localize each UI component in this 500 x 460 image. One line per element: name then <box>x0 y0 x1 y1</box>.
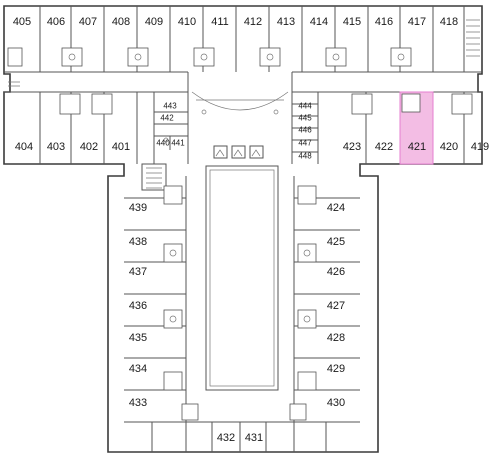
room-label[interactable]: 422 <box>375 141 393 153</box>
room-label[interactable]: 425 <box>327 236 345 248</box>
room-label[interactable]: 440 <box>156 139 170 148</box>
room-label[interactable]: 413 <box>277 16 295 28</box>
room-label[interactable]: 420 <box>440 141 458 153</box>
room-label-highlighted[interactable]: 421 <box>408 141 426 153</box>
room-label[interactable]: 415 <box>343 16 361 28</box>
room-label[interactable]: 408 <box>112 16 130 28</box>
room-label[interactable]: 429 <box>327 363 345 375</box>
room-label[interactable]: 428 <box>327 332 345 344</box>
room-label[interactable]: 438 <box>129 236 147 248</box>
labels-wing-bottom: 432 431 <box>217 432 263 444</box>
room-label[interactable]: 403 <box>47 141 65 153</box>
room-label[interactable]: 439 <box>129 202 147 214</box>
room-label[interactable]: 446 <box>298 126 312 135</box>
room-label[interactable]: 412 <box>244 16 262 28</box>
labels-south-east: 423 422 421 420 419 <box>343 141 489 153</box>
room-label[interactable]: 410 <box>178 16 196 28</box>
room-label[interactable]: 434 <box>129 363 147 375</box>
room-label[interactable]: 402 <box>80 141 98 153</box>
room-label[interactable]: 404 <box>15 141 33 153</box>
room-label[interactable]: 426 <box>327 266 345 278</box>
labels-north: 405 406 407 408 409 410 411 412 413 414 … <box>13 16 458 28</box>
room-label[interactable]: 443 <box>163 102 177 111</box>
room-label[interactable]: 407 <box>79 16 97 28</box>
labels-wing-west: 439 438 437 436 435 434 433 <box>129 202 147 409</box>
wing-dividers <box>124 176 360 452</box>
north-room-dividers <box>39 6 465 72</box>
labels-wing-east: 424 425 426 427 428 429 430 <box>327 202 345 409</box>
room-label[interactable]: 441 <box>171 139 185 148</box>
room-label[interactable]: 444 <box>298 102 312 111</box>
room-label[interactable]: 442 <box>160 114 174 123</box>
room-label[interactable]: 416 <box>375 16 393 28</box>
room-label[interactable]: 430 <box>327 397 345 409</box>
room-label[interactable]: 433 <box>129 397 147 409</box>
room-label[interactable]: 424 <box>327 202 345 214</box>
labels-south-west: 404 403 402 401 <box>15 141 130 153</box>
room-label[interactable]: 448 <box>298 152 312 161</box>
building-outline <box>3 5 483 453</box>
room-label[interactable]: 435 <box>129 332 147 344</box>
room-label[interactable]: 423 <box>343 141 361 153</box>
room-label[interactable]: 409 <box>145 16 163 28</box>
south-west-dividers <box>39 92 189 164</box>
room-label[interactable]: 445 <box>298 114 312 123</box>
room-label[interactable]: 419 <box>471 141 489 153</box>
room-label[interactable]: 406 <box>47 16 65 28</box>
room-label[interactable]: 437 <box>129 266 147 278</box>
room-label[interactable]: 431 <box>245 432 263 444</box>
room-label[interactable]: 447 <box>298 139 312 148</box>
room-label[interactable]: 414 <box>310 16 328 28</box>
room-label[interactable]: 432 <box>217 432 235 444</box>
room-label[interactable]: 411 <box>211 16 229 28</box>
room-label[interactable]: 417 <box>408 16 426 28</box>
north-bathrooms <box>7 47 412 67</box>
room-label[interactable]: 436 <box>129 300 147 312</box>
room-label[interactable]: 427 <box>327 300 345 312</box>
labels-service: 443 442 440 441 444 445 446 447 448 <box>156 102 312 161</box>
room-label[interactable]: 418 <box>440 16 458 28</box>
room-label[interactable]: 405 <box>13 16 31 28</box>
room-label[interactable]: 401 <box>112 141 130 153</box>
south-east-dividers <box>291 92 473 164</box>
